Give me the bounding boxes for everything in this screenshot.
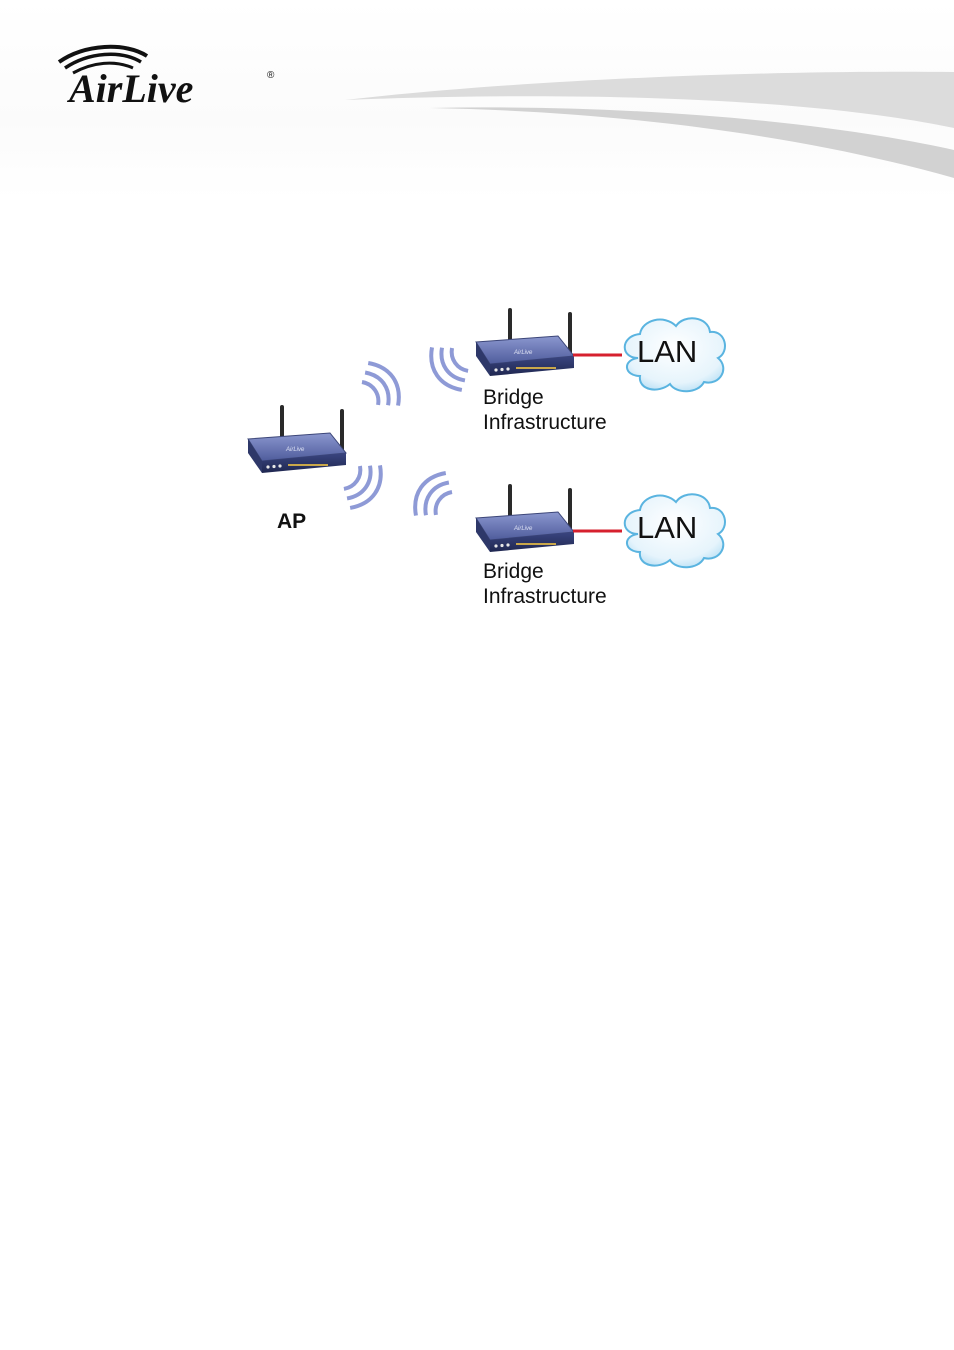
bridge-2-label-line2: Infrastructure xyxy=(483,584,607,609)
lan-2-label: LAN xyxy=(637,510,697,546)
ap-router-icon xyxy=(248,405,346,473)
wireless-signal-upper-icon xyxy=(355,338,475,415)
wireless-signal-lower-icon xyxy=(337,456,459,525)
ap-label: AP xyxy=(277,509,306,534)
bridge-2-label-line1: Bridge xyxy=(483,559,544,584)
bridge-router-2-icon xyxy=(476,484,574,552)
bridge-1-label-line2: Infrastructure xyxy=(483,410,607,435)
lan-1-label: LAN xyxy=(637,334,697,370)
bridge-router-1-icon xyxy=(476,308,574,376)
bridge-1-label-line1: Bridge xyxy=(483,385,544,410)
